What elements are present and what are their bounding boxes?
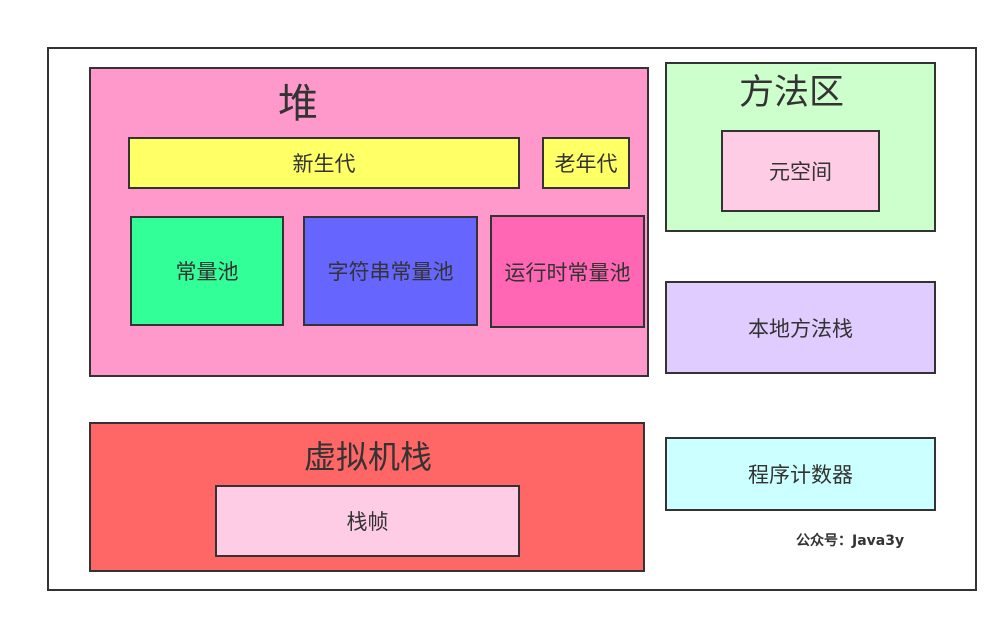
metaspace-label: 元空间	[769, 160, 832, 184]
string-constant-pool-label: 字符串常量池	[327, 260, 454, 284]
native-method-stack-box: 本地方法栈	[665, 281, 936, 374]
old-generation-box: 老年代	[542, 137, 630, 189]
stack-frame-box: 栈帧	[215, 485, 520, 557]
runtime-constant-pool-box: 运行时常量池	[490, 215, 645, 328]
old-generation-label: 老年代	[554, 152, 618, 176]
program-counter-label: 程序计数器	[748, 463, 853, 487]
constant-pool-box: 常量池	[130, 216, 284, 326]
string-constant-pool-box: 字符串常量池	[303, 216, 478, 326]
young-generation-box: 新生代	[128, 137, 520, 189]
vm-stack-title: 虚拟机栈	[304, 438, 433, 476]
native-method-stack-label: 本地方法栈	[748, 316, 853, 341]
watermark-text: 公众号：Java3y	[796, 533, 905, 549]
constant-pool-label: 常量池	[175, 260, 239, 284]
metaspace-box: 元空间	[721, 130, 880, 212]
runtime-constant-pool-label: 运行时常量池	[504, 260, 631, 285]
program-counter-box: 程序计数器	[665, 437, 936, 511]
young-generation-label: 新生代	[292, 152, 356, 176]
heap-title: 堆	[278, 81, 318, 127]
stack-frame-label: 栈帧	[346, 510, 389, 534]
method-area-title: 方法区	[739, 73, 845, 113]
